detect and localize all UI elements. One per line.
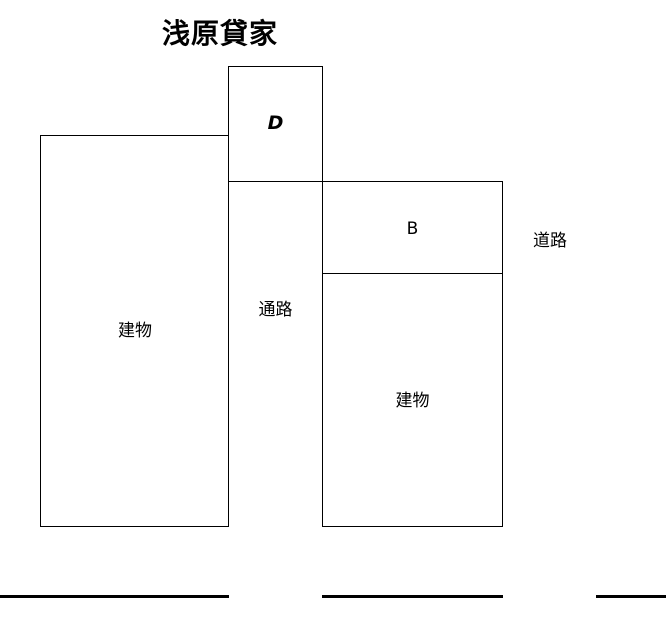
right-building	[322, 273, 503, 527]
road-line-middle	[322, 595, 503, 598]
diagram-title: 浅原貸家	[162, 17, 279, 50]
right-building-label: 建物	[395, 391, 430, 411]
left-building-label: 建物	[118, 321, 152, 341]
passage-label: 通路	[258, 300, 293, 320]
passage	[228, 181, 323, 527]
road-label: 道路	[533, 231, 567, 251]
unit-d-label: D	[267, 112, 284, 134]
road-line-right	[596, 595, 666, 598]
unit-b-label: B	[406, 219, 419, 239]
road-line-left	[0, 595, 229, 598]
